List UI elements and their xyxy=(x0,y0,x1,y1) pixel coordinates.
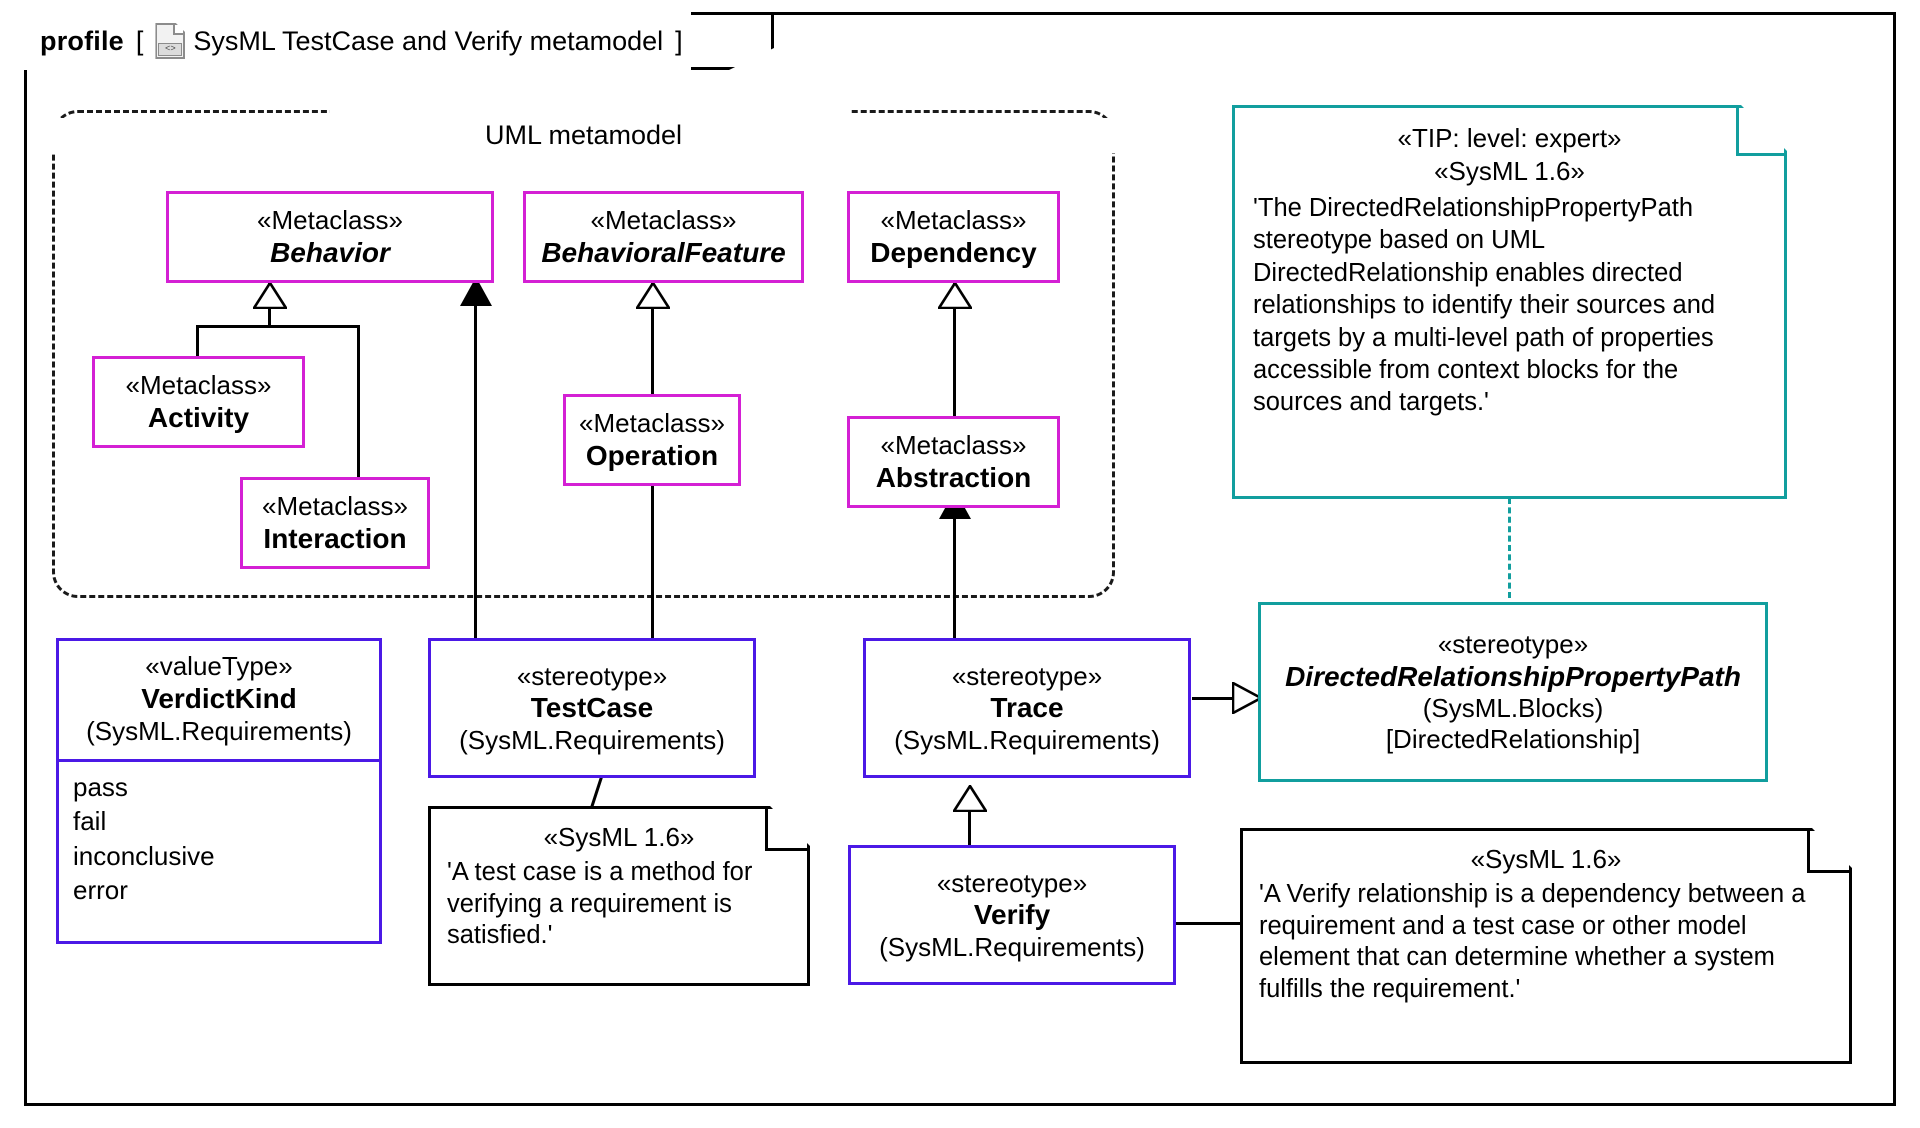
metaclass-name: Behavior xyxy=(270,236,390,268)
stereotype-package: (SysML.Requirements) xyxy=(879,931,1145,962)
stereotype-box-verify[interactable]: «stereotype» Verify (SysML.Requirements) xyxy=(848,845,1176,985)
stereotype-base-metaclass: [DirectedRelationship] xyxy=(1385,723,1641,754)
metaclass-box-behavioralfeature[interactable]: «Metaclass» BehavioralFeature xyxy=(523,191,804,283)
metaclass-keyword: «Metaclass» xyxy=(262,491,408,522)
gen-abstraction-line xyxy=(953,281,956,416)
enum-literal: pass xyxy=(73,771,128,802)
metaclass-box-operation[interactable]: «Metaclass» Operation xyxy=(563,394,741,486)
metaclass-keyword: «Metaclass» xyxy=(257,205,403,236)
gen-operation-line xyxy=(651,281,654,394)
verdictkind-header: «valueType» VerdictKind (SysML.Requireme… xyxy=(59,641,379,762)
stereotype-name: Verify xyxy=(973,899,1051,931)
tip-note-level: «TIP: level: expert» xyxy=(1397,123,1622,153)
valuetype-package: (SysML.Requirements) xyxy=(86,715,352,746)
stereotype-box-directedrelationshippropertypath[interactable]: «stereotype» DirectedRelationshipPropert… xyxy=(1258,602,1768,782)
stereotype-package: (SysML.Blocks) xyxy=(1422,693,1604,724)
diagram-title: SysML TestCase and Verify metamodel xyxy=(193,25,664,56)
tip-note-anchor xyxy=(1508,498,1511,598)
stereotype-keyword: «stereotype» xyxy=(516,660,668,691)
metaclass-name: Abstraction xyxy=(875,461,1032,493)
metaclass-keyword: «Metaclass» xyxy=(880,205,1027,236)
extension-testcase-operation-line xyxy=(651,470,654,642)
stereotype-name: DirectedRelationshipPropertyPath xyxy=(1285,661,1741,693)
metaclass-box-abstraction[interactable]: «Metaclass» Abstraction xyxy=(847,416,1060,508)
metaclass-keyword: «Metaclass» xyxy=(579,408,725,439)
metaclass-name: Activity xyxy=(147,401,250,433)
gen-interaction-drop xyxy=(357,325,360,477)
generalization-arrowhead-drpp xyxy=(1232,682,1262,714)
metaclass-box-activity[interactable]: «Metaclass» Activity xyxy=(92,356,305,448)
stereotype-name: Trace xyxy=(990,692,1064,724)
metaclass-keyword: «Metaclass» xyxy=(125,370,272,401)
bracket-close: ] xyxy=(675,25,683,56)
note-anchor-verify xyxy=(1172,922,1240,925)
gen-behavior-crossbar xyxy=(196,325,360,328)
verify-note-version: «SysML 1.6» xyxy=(1470,844,1622,874)
enum-literal: fail xyxy=(73,806,107,837)
testcase-note-body: 'A test case is a method for verifying a… xyxy=(447,858,753,950)
tip-note-body: 'The DirectedRelationshipPropertyPath st… xyxy=(1253,194,1716,417)
metaclass-box-interaction[interactable]: «Metaclass» Interaction xyxy=(240,477,430,569)
metaclass-name: Dependency xyxy=(870,236,1037,268)
generalization-arrowhead-behavioralfeature xyxy=(636,282,670,309)
generalization-arrowhead-trace xyxy=(953,785,987,812)
diagram-header: profile [ <​> SysML TestCase and Verify … xyxy=(24,12,691,70)
gen-trace-drpp-line xyxy=(1192,697,1234,700)
metaclass-box-behavior[interactable]: «Metaclass» Behavior xyxy=(166,191,494,283)
enum-literal: inconclusive xyxy=(73,840,215,871)
stereotype-box-trace[interactable]: «stereotype» Trace (SysML.Requirements) xyxy=(863,638,1191,778)
testcase-note: «SysML 1.6» 'A test case is a method for… xyxy=(428,806,810,986)
verdictkind-literals: pass fail inconclusive error xyxy=(59,762,379,917)
generalization-arrowhead-behavior xyxy=(253,282,287,309)
generalization-arrowhead-dependency xyxy=(938,282,972,309)
gen-activity-drop xyxy=(196,325,199,358)
enum-literal: error xyxy=(73,874,128,905)
verify-note-body: 'A Verify relationship is a dependency b… xyxy=(1259,880,1806,1004)
extension-testcase-behavior-line xyxy=(474,290,477,642)
metaclass-keyword: «Metaclass» xyxy=(590,205,737,236)
stereotype-package: (SysML.Requirements) xyxy=(894,724,1160,755)
stereotype-keyword: «stereotype» xyxy=(1437,629,1589,660)
extension-arrowhead-behavior xyxy=(459,277,493,307)
stereotype-name: TestCase xyxy=(530,692,654,724)
package-label: UML metamodel xyxy=(52,118,1115,153)
metaclass-name: Interaction xyxy=(263,522,407,554)
tip-note: «TIP: level: expert» «SysML 1.6» 'The Di… xyxy=(1232,105,1787,499)
stereotype-box-testcase[interactable]: «stereotype» TestCase (SysML.Requirement… xyxy=(428,638,756,778)
metaclass-keyword: «Metaclass» xyxy=(880,430,1027,461)
metaclass-name: Operation xyxy=(585,439,719,471)
valuetype-keyword: «valueType» xyxy=(145,651,293,681)
profile-document-icon: <​> xyxy=(155,23,186,59)
diagram-kind-keyword: profile xyxy=(40,25,124,56)
stereotype-package: (SysML.Requirements) xyxy=(459,724,725,755)
metaclass-box-dependency[interactable]: «Metaclass» Dependency xyxy=(847,191,1060,283)
tip-note-version: «SysML 1.6» xyxy=(1434,156,1585,187)
verify-note: «SysML 1.6» 'A Verify relationship is a … xyxy=(1240,828,1852,1064)
gen-verify-trace-line xyxy=(968,810,971,858)
testcase-note-version: «SysML 1.6» xyxy=(543,822,695,852)
extension-trace-abstraction-line xyxy=(953,503,956,642)
stereotype-keyword: «stereotype» xyxy=(936,867,1088,898)
bracket-open: [ xyxy=(135,25,144,56)
valuetype-name: VerdictKind xyxy=(141,683,297,715)
stereotype-keyword: «stereotype» xyxy=(951,660,1103,691)
valuetype-box-verdictkind[interactable]: «valueType» VerdictKind (SysML.Requireme… xyxy=(56,638,382,944)
metaclass-name: BehavioralFeature xyxy=(541,236,786,268)
